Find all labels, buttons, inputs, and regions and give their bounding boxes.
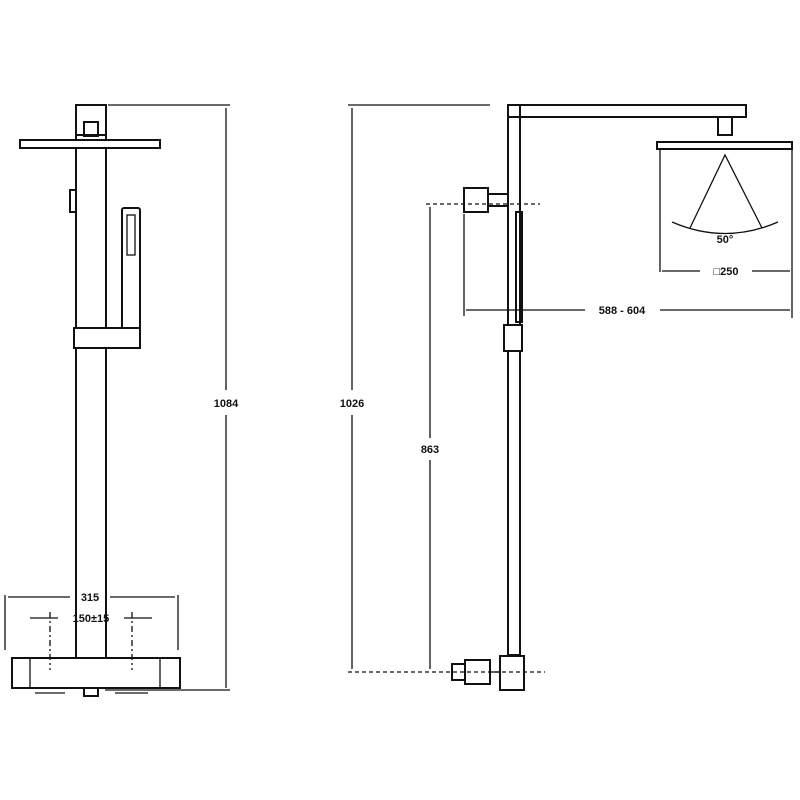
height-label-side: 1026 [340, 398, 364, 410]
shower-head-side [656, 141, 793, 150]
top-connector [75, 104, 107, 136]
outlet [83, 687, 99, 697]
reach-label: 588 - 604 [599, 305, 646, 317]
elbow-connector [499, 655, 525, 691]
spacing-label: 150±15 [73, 613, 110, 625]
shower-arm [507, 104, 747, 118]
hand-shower-holder [73, 327, 141, 349]
spray-angle-label: 50° [717, 234, 734, 246]
hand-shower [121, 207, 141, 331]
height-label: 1084 [214, 398, 239, 410]
riser-pipe-side [507, 104, 521, 656]
wall-bracket [69, 189, 77, 213]
head-joint [717, 116, 733, 136]
hand-shower-holder-side [503, 324, 523, 352]
front-view: 315 150±15 1084 [4, 104, 239, 697]
side-view: 50° □250 588 - 604 1026 863 [340, 104, 793, 691]
shower-head [19, 139, 161, 149]
thermostatic-mixer [11, 657, 181, 689]
hand-shower-nozzles [126, 214, 136, 256]
swivel-joint [83, 121, 99, 137]
riser-pipe [75, 104, 107, 666]
head-size-label: □250 [714, 266, 739, 278]
inlet-height-label: 863 [421, 444, 439, 456]
wall-bracket-side [463, 187, 489, 213]
width-label: 315 [81, 592, 99, 604]
